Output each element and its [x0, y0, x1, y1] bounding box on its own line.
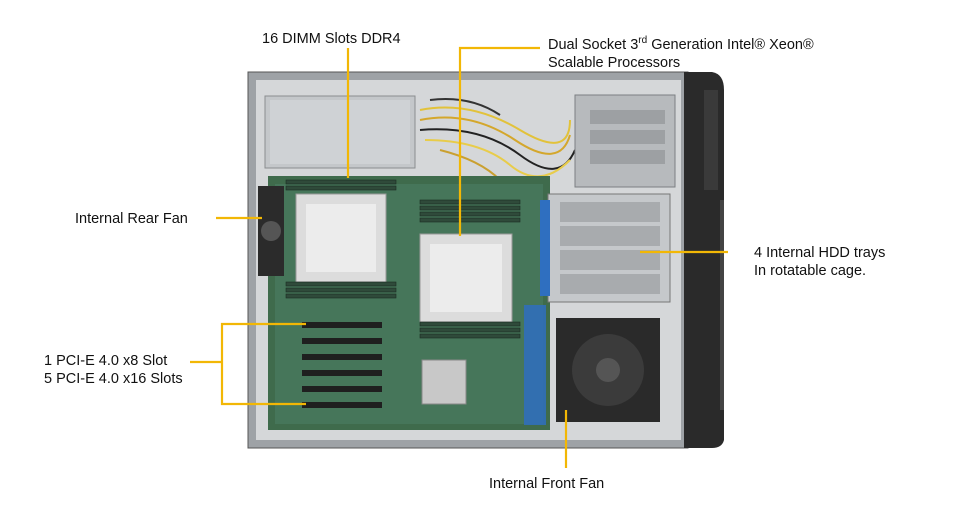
dimm-slots	[285, 179, 521, 339]
pcie-slots	[302, 322, 382, 408]
power-supply	[264, 95, 416, 169]
pcie-bracket	[220, 322, 306, 406]
hdd-label: 4 Internal HDD trays In rotatable cage.	[754, 244, 885, 280]
pcie-label-line2: 5 PCI-E 4.0 x16 Slots	[44, 371, 183, 387]
callout-lines	[190, 46, 728, 468]
cpu-label-line2: Scalable Processors	[548, 55, 681, 71]
dimm-label: 16 DIMM Slots DDR4	[262, 31, 401, 47]
rear-fan-label: Internal Rear Fan	[75, 211, 188, 227]
pcie-label: 1 PCI-E 4.0 x8 Slot 5 PCI-E 4.0 x16 Slot…	[44, 352, 183, 388]
optical-drive-bay	[574, 94, 676, 188]
cpu-heatsinks	[295, 193, 513, 323]
hdd-label-line1: 4 Internal HDD trays	[754, 245, 886, 261]
rear-fan	[258, 186, 284, 276]
chipset-heatsink	[421, 359, 467, 405]
cpu-label-line1-pre: Dual Socket 3	[548, 37, 639, 53]
cpu-label-sup: rd	[638, 35, 648, 47]
hdd-label-line2: In rotatable cage.	[754, 263, 867, 279]
cpu-label-line1-post: Generation Intel® Xeon®	[647, 37, 814, 53]
front-fan-label: Internal Front Fan	[489, 476, 605, 492]
cpu-callout-line	[458, 46, 540, 236]
cpu-label: Dual Socket 3rd Generation Intel® Xeon® …	[548, 36, 814, 72]
front-fan	[556, 318, 660, 422]
pcie-label-line1: 1 PCI-E 4.0 x8 Slot	[44, 353, 168, 369]
hdd-cage	[524, 193, 671, 425]
